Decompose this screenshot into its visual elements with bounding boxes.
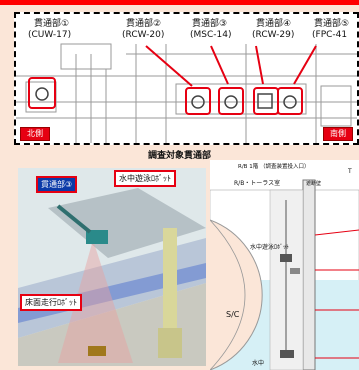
wall-label: 遮断壁	[306, 181, 322, 187]
rb-1f-label: R/B 1階 （調査装置投入口）	[238, 164, 310, 170]
south-side-tag: 南側	[323, 127, 353, 141]
penetration-overview-panel: 貫通部① (CUW-17) 貫通部② (RCW-20) 貫通部③ (MSC-14…	[14, 12, 359, 145]
penetration-2-label: 貫通部②	[126, 19, 162, 29]
robot-label: 水中遊泳ﾛﾎﾞｯﾄ	[250, 244, 290, 251]
figure-caption: 調査対象貫通部	[148, 151, 212, 161]
penetration-3-label: 貫通部③	[192, 19, 228, 29]
cross-section-diagram: R/B 1階 （調査装置投入口） R/B・トーラス室 遮断壁 T 水中遊泳ﾛﾎﾞ…	[210, 160, 359, 370]
penetration-5-label: 貫通部⑤	[314, 19, 350, 29]
sc-label: S/C	[226, 310, 240, 319]
penetration-1-code: (CUW-17)	[28, 30, 72, 40]
penetration-4-code: (RCW-29)	[252, 30, 295, 40]
render-illustration	[18, 168, 206, 366]
floor-robot-callout: 床面走行ﾛﾎﾞｯﾄ	[20, 294, 82, 311]
t-label: T	[348, 168, 352, 175]
rb-torus-label: R/B・トーラス室	[234, 180, 281, 187]
penetration-5-code: (FPC-41	[312, 30, 348, 40]
penetration-2-code: (RCW-20)	[122, 30, 165, 40]
top-accent-bar	[0, 0, 359, 5]
underwater-label: 水中	[252, 360, 265, 367]
penetration-1-label: 貫通部①	[34, 19, 70, 29]
north-side-tag: 北側	[20, 127, 50, 141]
penetration-3-code: (MSC-14)	[190, 30, 232, 40]
section-drawing	[210, 179, 359, 370]
pipe-drawing	[16, 43, 357, 143]
penetration-4-label: 貫通部④	[256, 19, 292, 29]
robot-render: 貫通部③ 水中遊泳ﾛﾎﾞｯﾄ 床面走行ﾛﾎﾞｯﾄ	[18, 168, 206, 366]
penetration-3-callout: 貫通部③	[36, 176, 78, 193]
underwater-robot-callout: 水中遊泳ﾛﾎﾞｯﾄ	[114, 170, 176, 187]
